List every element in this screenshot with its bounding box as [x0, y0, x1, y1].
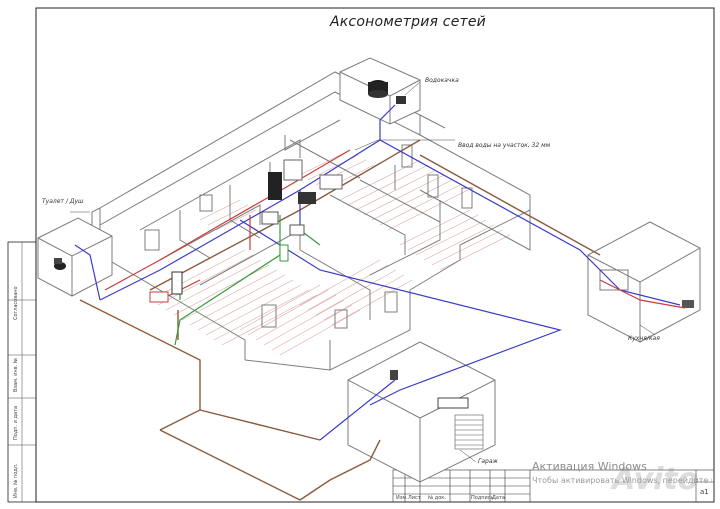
bath-icon [437, 397, 469, 409]
manifold-icon [149, 244, 289, 303]
toilet-icon [54, 258, 66, 270]
side-stamp-3: Взам. инв. № [13, 358, 19, 392]
side-stamp-1: Инв. № подл. [13, 463, 19, 499]
title-block [392, 469, 715, 503]
avito-watermark: Avito [612, 462, 699, 497]
water-tank-icon [368, 80, 388, 98]
cold-water-pipes [74, 104, 681, 441]
label-garage: Гараж [478, 458, 498, 465]
label-leaders [70, 81, 656, 463]
side-stamp-2: Подп. и дата [13, 405, 19, 440]
label-vodokachka: Водокачка [425, 77, 459, 84]
toilet-shower-room [37, 217, 113, 297]
side-stamp-4: Согласовано [13, 286, 19, 320]
label-water-input: Ввод воды на участок, 32 мм [458, 142, 551, 149]
house-walls [91, 71, 531, 371]
drawing-title: Аксонометрия сетей [330, 14, 486, 30]
floor-heating-loops [149, 149, 511, 356]
label-kitchen: Кухня/кая [628, 335, 660, 342]
side-stamp-lines [8, 242, 36, 502]
title-block-col-doc: № док. [428, 495, 446, 501]
pump-icon [396, 96, 406, 104]
title-block-col-date: Дата [492, 495, 505, 501]
label-toilet-shower: Туалет / Душ [42, 198, 84, 205]
garage-door-icon [454, 414, 484, 450]
title-block-col-list: Лист [408, 495, 421, 501]
sheet-number: а1 [700, 488, 709, 496]
windows-activation-title: Активация Windows [532, 460, 647, 473]
boiler-room-equipment [261, 159, 343, 236]
sink-icon [682, 300, 694, 308]
kitchen-room [587, 221, 701, 343]
boiler-icon [390, 370, 398, 380]
windows-activation-text: Чтобы активировать Windows, перейдите в … [532, 476, 712, 485]
title-block-col-izm: Изм. [396, 495, 408, 501]
title-block-col-sign: Подпись [471, 495, 494, 501]
